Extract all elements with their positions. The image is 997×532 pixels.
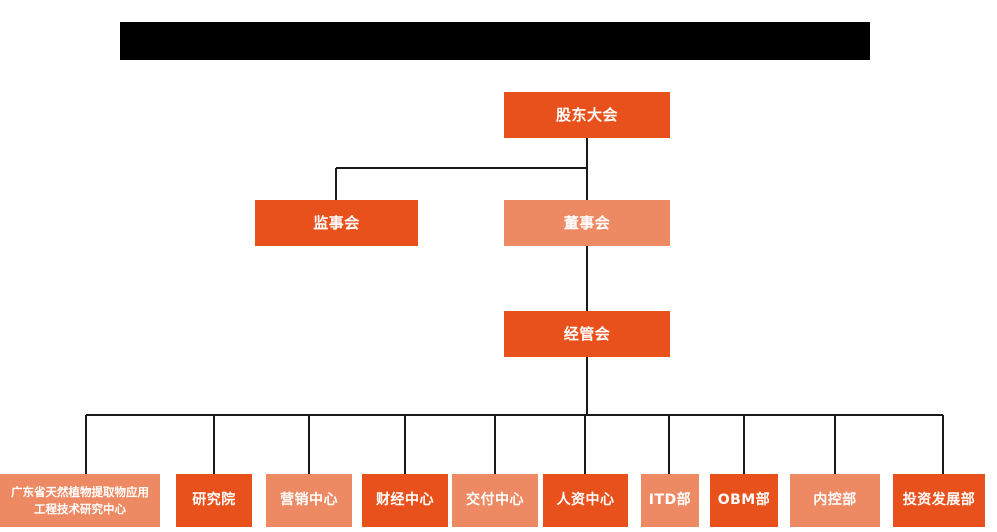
node-label: 监事会 xyxy=(313,213,360,232)
node-label: 内控部 xyxy=(813,491,857,508)
node-label: 财经中心 xyxy=(376,491,434,508)
node-itd-department[interactable]: ITD部 xyxy=(641,474,699,527)
node-label: 投资发展部 xyxy=(902,491,976,508)
node-research-institute[interactable]: 研究院 xyxy=(176,474,252,527)
node-gd-engineering-research-center[interactable]: 广东省天然植物提取物应用工程技术研究中心 xyxy=(0,474,160,527)
node-marketing-center[interactable]: 营销中心 xyxy=(266,474,352,527)
node-label: 股东大会 xyxy=(555,105,618,124)
node-label: 交付中心 xyxy=(466,491,524,508)
node-label: 董事会 xyxy=(563,213,611,232)
node-finance-center[interactable]: 财经中心 xyxy=(362,474,448,527)
node-board-of-directors[interactable]: 董事会 xyxy=(504,200,670,246)
node-board-of-supervisors[interactable]: 监事会 xyxy=(255,200,418,246)
node-investment-development-department[interactable]: 投资发展部 xyxy=(893,474,985,527)
node-internal-control-department[interactable]: 内控部 xyxy=(790,474,880,527)
node-shareholders-meeting[interactable]: 股东大会 xyxy=(504,92,670,138)
node-label: 研究院 xyxy=(192,491,236,508)
node-obm-department[interactable]: OBM部 xyxy=(710,474,778,527)
node-label: OBM部 xyxy=(717,491,771,508)
node-delivery-center[interactable]: 交付中心 xyxy=(452,474,538,527)
node-label: 经管会 xyxy=(563,324,611,343)
node-label: 人资中心 xyxy=(556,491,615,508)
redacted-title-bar xyxy=(120,22,870,60)
node-label: ITD部 xyxy=(648,491,692,508)
node-management-committee[interactable]: 经管会 xyxy=(504,311,670,357)
node-label: 营销中心 xyxy=(280,491,338,508)
node-hr-center[interactable]: 人资中心 xyxy=(543,474,628,527)
node-label: 广东省天然植物提取物应用工程技术研究中心 xyxy=(11,484,149,516)
